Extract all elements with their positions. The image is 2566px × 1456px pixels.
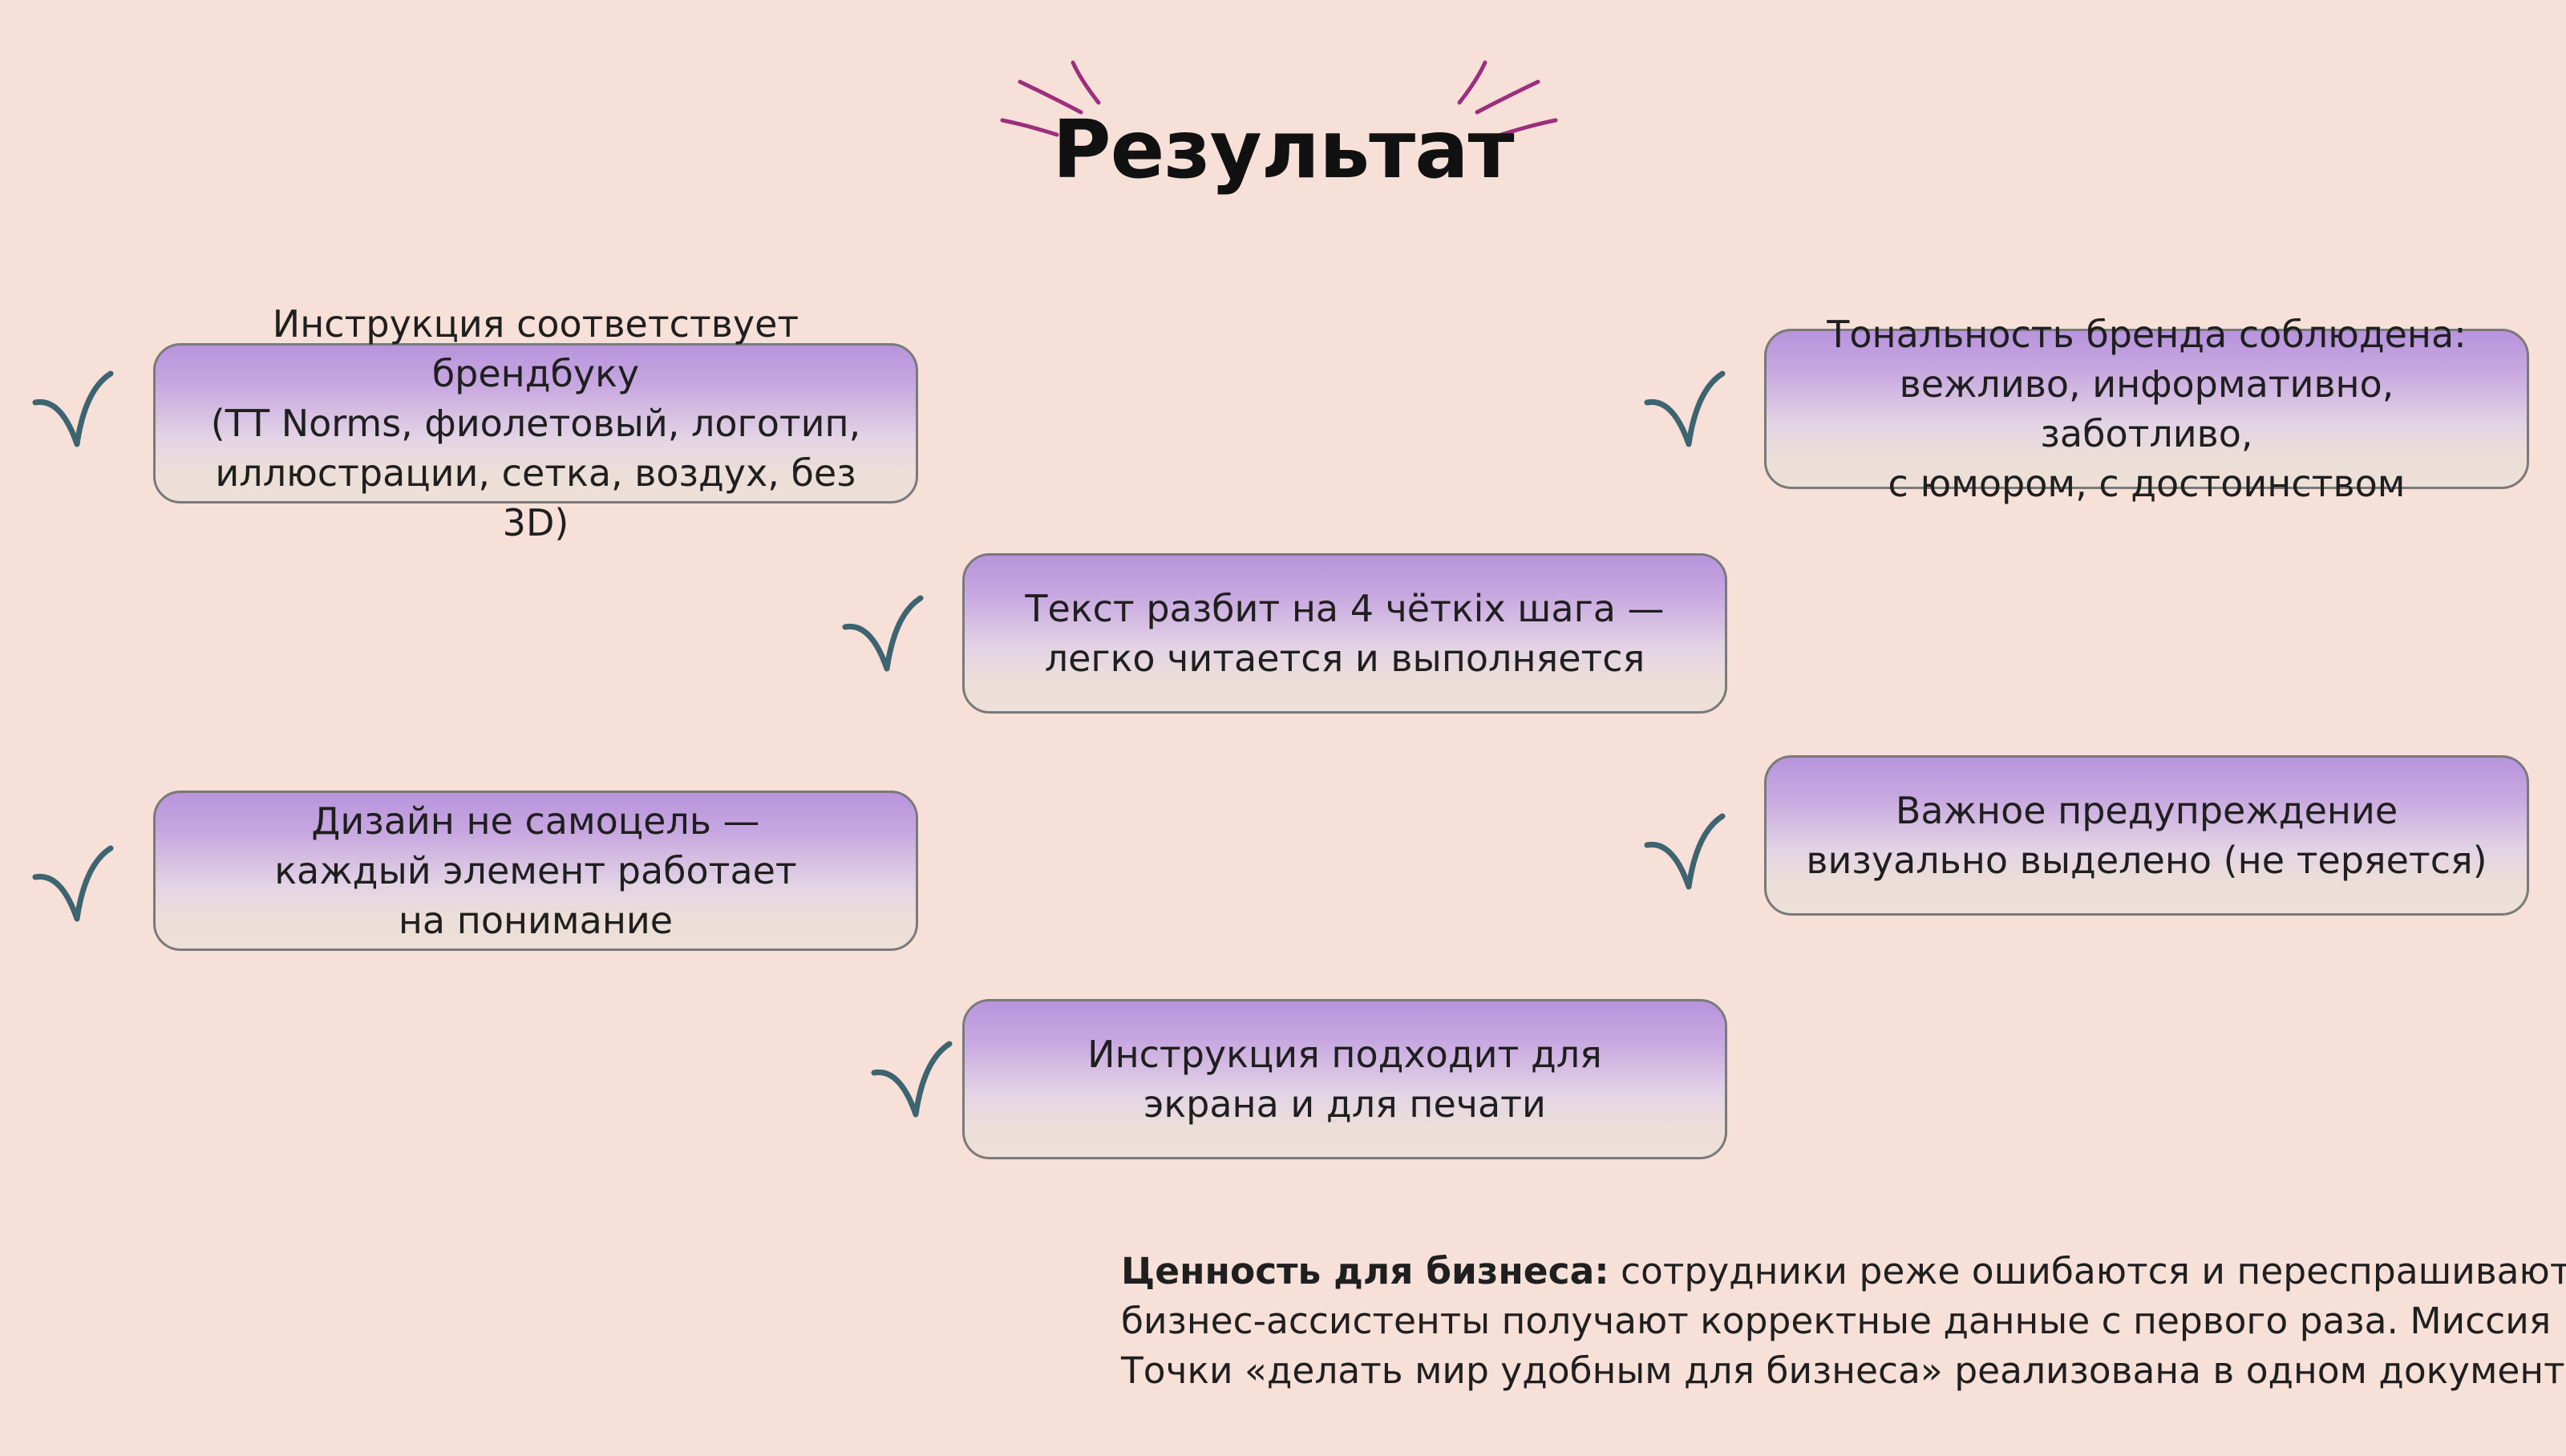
check-mark-icon xyxy=(1644,813,1726,890)
left-burst-icon xyxy=(1000,60,1101,137)
footer-label: Ценность для бизнеса: xyxy=(1121,1250,1609,1292)
page-title: Результат xyxy=(1052,103,1514,196)
card-text: Дизайн не самоцель — каждый элемент рабо… xyxy=(274,799,797,942)
right-burst-icon xyxy=(1457,60,1558,137)
check-mark-icon xyxy=(1644,370,1726,447)
result-card-tone: Тональность бренда соблюдена: вежливо, и… xyxy=(1764,313,2529,505)
card-text: Важное предупреждение визуально выделено… xyxy=(1806,789,2487,882)
footer-text-1: сотрудники реже ошибаются и переспрашива… xyxy=(1609,1250,2566,1292)
footer-line-2: бизнес-ассистенты получают корректные да… xyxy=(1121,1300,2552,1342)
result-card-warning: Важное предупреждение визуально выделено… xyxy=(1764,755,2529,916)
card-text: Инструкция подходит для экрана и для печ… xyxy=(1087,1033,1602,1126)
result-card-steps: Текст разбит на 4 чёткiх шага — легко чи… xyxy=(962,553,1727,714)
card-text: Текст разбит на 4 чёткiх шага — легко чи… xyxy=(1025,587,1665,680)
check-mark-icon xyxy=(32,845,114,922)
check-mark-icon xyxy=(32,370,114,447)
result-card-brandbook: Инструкция соответствует брендбуку (TT N… xyxy=(153,302,918,544)
result-card-print: Инструкция подходит для экрана и для печ… xyxy=(962,999,1727,1159)
check-mark-icon xyxy=(871,1041,953,1118)
footer-line-1: Ценность для бизнеса: сотрудники реже ош… xyxy=(1121,1247,2566,1296)
result-card-design: Дизайн не самоцель — каждый элемент рабо… xyxy=(153,791,918,951)
footer-line-3: Точки «делать мир удобным для бизнеса» р… xyxy=(1121,1349,2566,1392)
card-text: Тональность бренда соблюдена: вежливо, и… xyxy=(1827,313,2467,505)
check-mark-icon xyxy=(842,595,924,672)
business-value-note: Ценность для бизнеса: сотрудники реже ош… xyxy=(1121,1247,2566,1396)
card-text: Инструкция соответствует брендбуку (TT N… xyxy=(210,302,861,544)
